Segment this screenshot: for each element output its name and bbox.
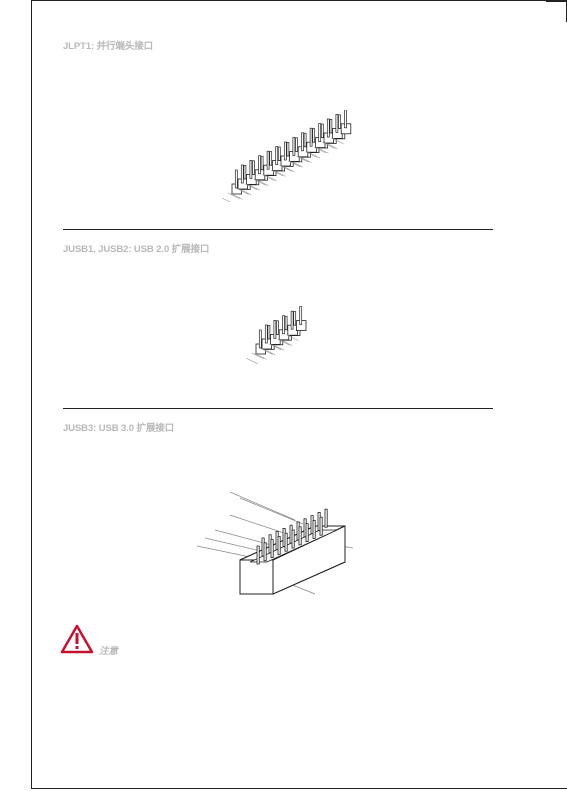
section-divider <box>63 229 493 230</box>
usb2-header-diagram <box>245 306 307 365</box>
warning-triangle-icon <box>60 624 94 654</box>
section-heading-jusb3: JUSB3: USB 3.0 扩展接口 <box>63 423 175 434</box>
usb3-header-diagram <box>196 491 354 595</box>
page-corner <box>546 1 567 22</box>
parallel-port-header-diagram <box>221 110 352 202</box>
section-heading-jusb12: JUSB1, JUSB2: USB 2.0 扩展接口 <box>63 244 210 255</box>
note-label: 注意 <box>99 646 119 657</box>
section-heading-jlpt1: JLPT1: 并行端头接口 <box>63 41 154 52</box>
section-divider <box>63 408 493 409</box>
